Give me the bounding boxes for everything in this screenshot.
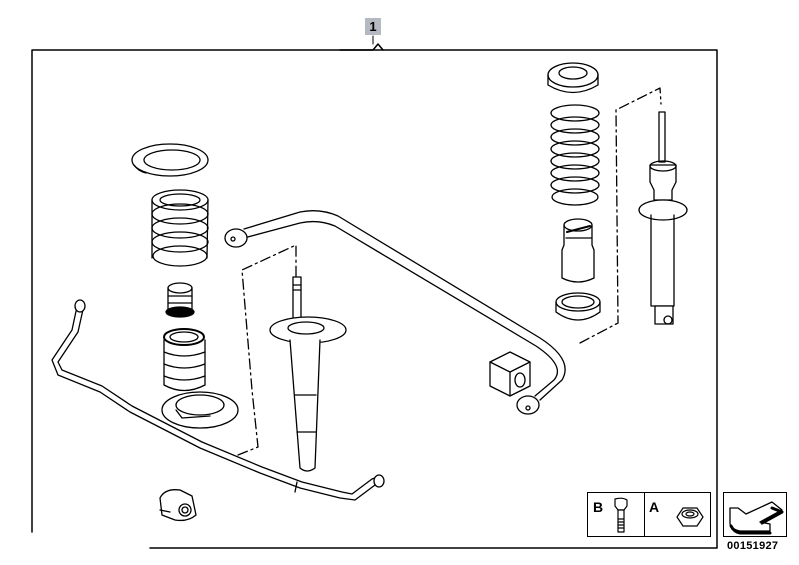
rear-bump-stop[interactable] [561, 218, 595, 283]
rear-shock-absorber[interactable] [638, 111, 688, 325]
legend-cell-nut[interactable]: A [644, 493, 710, 536]
rear-stabilizer-bar[interactable] [224, 210, 566, 415]
rear-stabilizer-bushing[interactable] [489, 351, 531, 397]
assembly-frame [31, 35, 718, 549]
front-strut[interactable] [269, 276, 347, 472]
return-navigation-button[interactable] [723, 492, 787, 537]
front-stabilizer-bushing[interactable] [159, 489, 197, 522]
legend-label-a: A [649, 499, 660, 515]
diagram-id: 00151927 [727, 540, 779, 552]
rear-lower-spring-pad[interactable] [555, 292, 601, 321]
front-coil-spring[interactable] [151, 189, 209, 267]
front-lower-spring-pad[interactable] [161, 391, 239, 429]
front-bump-stop[interactable] [165, 282, 195, 318]
front-protective-boot[interactable] [163, 328, 206, 392]
front-strut-bracket-line [237, 244, 297, 456]
front-upper-spring-pad[interactable] [131, 143, 209, 177]
callout-number[interactable]: 1 [365, 18, 381, 35]
return-arrow-icon [729, 501, 784, 535]
rear-upper-spring-pad[interactable] [547, 62, 599, 94]
legend-label-b: B [593, 499, 604, 515]
fastener-legend: B A [587, 492, 711, 537]
rear-shock-bracket-line [579, 87, 662, 344]
bolt-icon [614, 497, 628, 533]
front-stabilizer-bar[interactable] [51, 299, 385, 501]
nut-icon [676, 507, 704, 527]
rear-coil-spring[interactable] [550, 104, 600, 206]
legend-cell-bolt[interactable]: B [588, 493, 645, 536]
